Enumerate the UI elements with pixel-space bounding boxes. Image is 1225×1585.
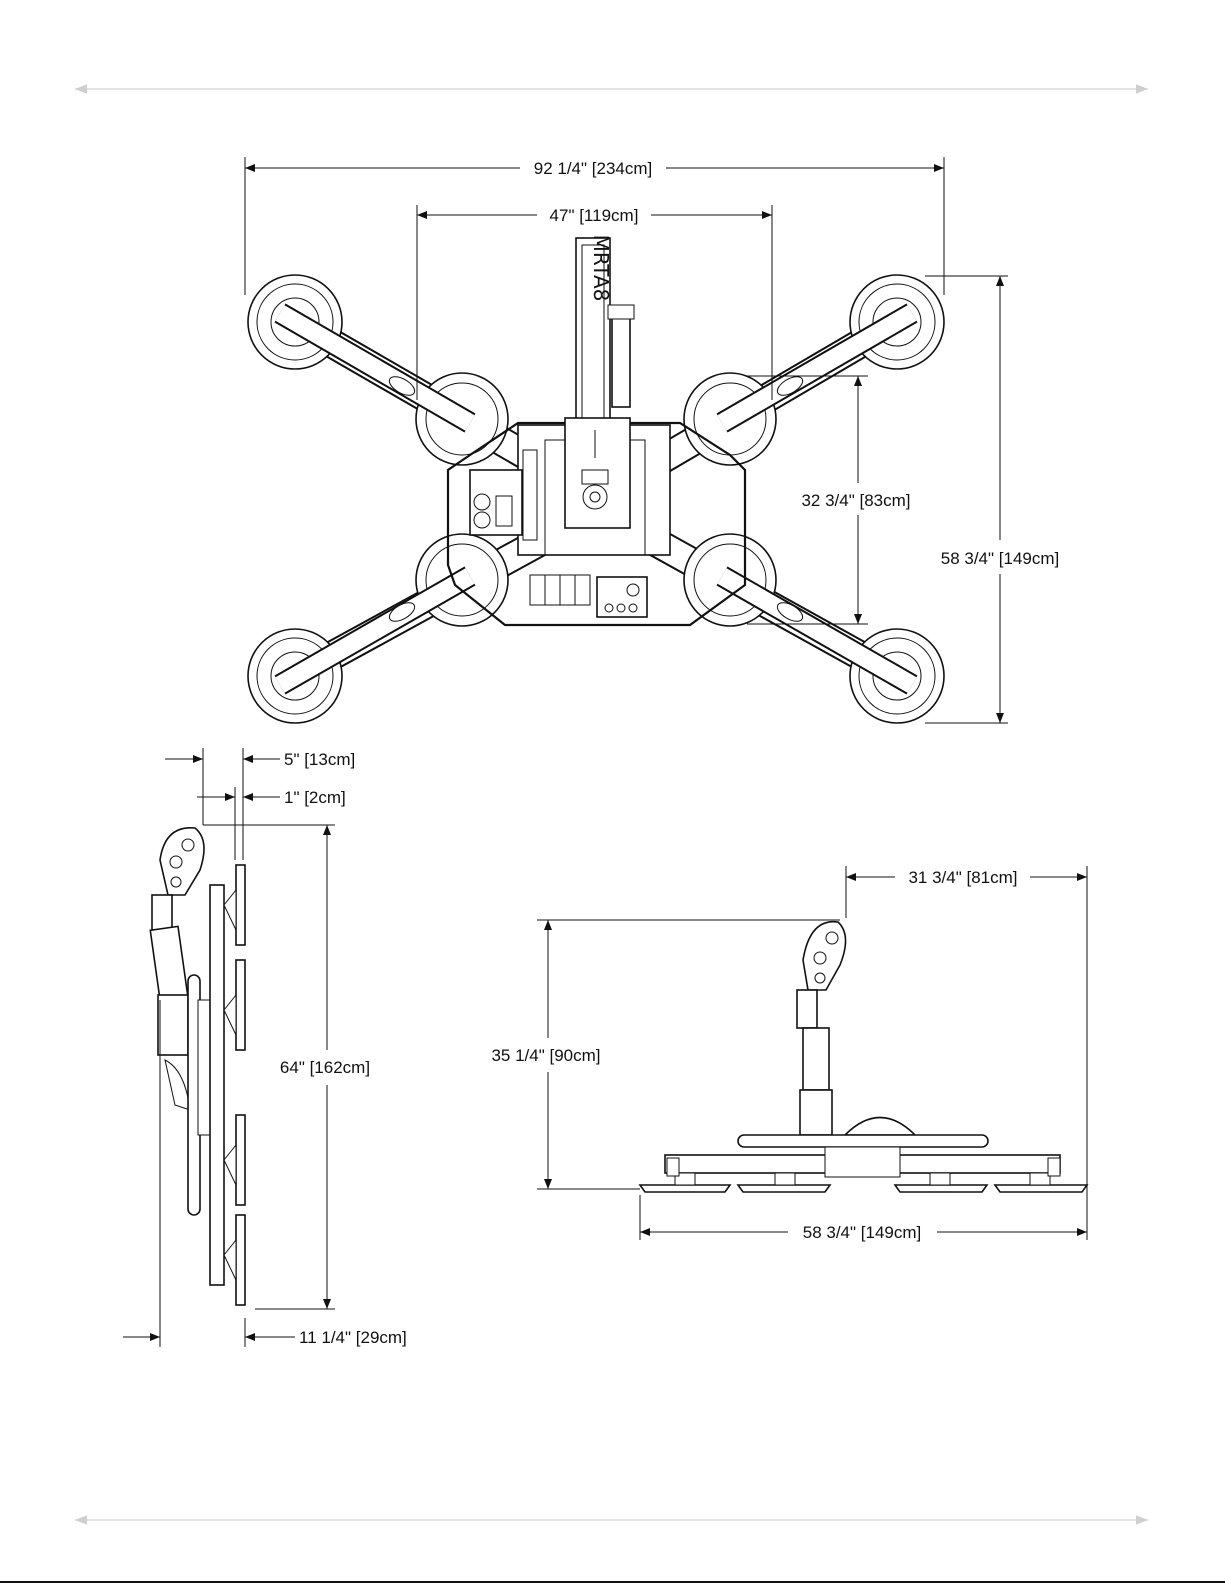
top-view: MRTA8: [248, 235, 944, 723]
lower-control-panel: [597, 577, 647, 617]
dim-front-width: 58 3/4" [149cm]: [803, 1223, 922, 1242]
dim-overall-width: 92 1/4" [234cm]: [534, 159, 653, 178]
dim-overall-height: 58 3/4" [149cm]: [941, 549, 1060, 568]
side-view: [150, 828, 245, 1305]
front-view: [640, 922, 1087, 1192]
dim-front-height: 35 1/4" [90cm]: [491, 1046, 600, 1065]
rotator-head: [565, 418, 630, 528]
dim-side-height: 64" [162cm]: [280, 1058, 370, 1077]
dim-frame-width: 47" [119cm]: [550, 206, 639, 225]
dim-side-offset-5: 5" [13cm]: [284, 750, 355, 769]
dim-pad-spacing: 32 3/4" [83cm]: [801, 491, 910, 510]
model-label: MRTA8: [589, 235, 613, 302]
dim-front-reach: 31 3/4" [81cm]: [908, 868, 1017, 887]
dim-side-depth: 11 1/4" [29cm]: [299, 1328, 407, 1347]
dim-side-offset-1: 1" [2cm]: [284, 788, 346, 807]
